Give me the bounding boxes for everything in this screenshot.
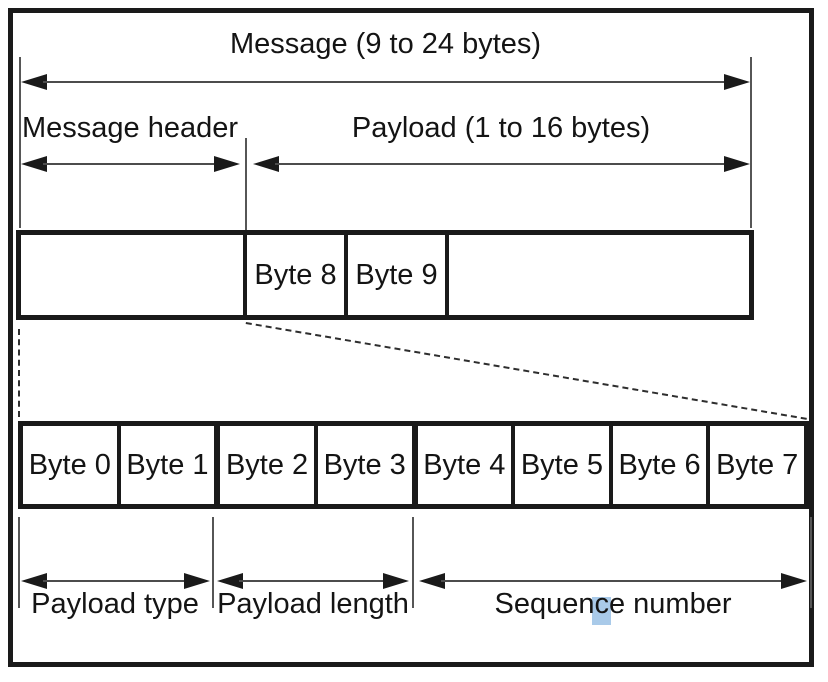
arrow-left-head-icon xyxy=(419,573,445,589)
arrow-shaft xyxy=(239,580,387,582)
arrow-right-head-icon xyxy=(184,573,210,589)
message-header-arrow xyxy=(21,155,240,173)
bar-divider xyxy=(344,235,348,315)
arrow-shaft xyxy=(43,580,188,582)
byte-4-cell: Byte 4 xyxy=(411,426,512,504)
field-tick-2 xyxy=(412,517,414,608)
arrow-left-head-icon xyxy=(253,156,279,172)
sequence-number-label: Sequence number xyxy=(418,588,808,620)
message-span-arrow xyxy=(21,73,750,91)
sequence-number-text-before: Sequen xyxy=(494,588,595,620)
message-header-label: Message header xyxy=(21,112,239,144)
arrow-right-head-icon xyxy=(383,573,409,589)
arrow-right-head-icon xyxy=(214,156,240,172)
diagram-outer-frame xyxy=(8,8,814,667)
arrow-left-head-icon xyxy=(21,156,47,172)
payload-length-label: Payload length xyxy=(217,588,409,620)
message-byte-bar: Byte 8 Byte 9 xyxy=(16,230,754,320)
arrow-right-head-icon xyxy=(724,156,750,172)
byte-0-cell: Byte 0 xyxy=(28,448,111,481)
bar-divider xyxy=(445,235,449,315)
arrow-right-head-icon xyxy=(724,74,750,90)
bar-divider xyxy=(243,235,247,315)
field-tick-0 xyxy=(18,517,20,608)
byte-1-cell: Byte 1 xyxy=(116,426,215,504)
payload-length-arrow xyxy=(217,572,409,590)
byte-3-cell: Byte 3 xyxy=(313,426,412,504)
message-span-label: Message (9 to 24 bytes) xyxy=(229,28,542,60)
sequence-number-text-after: e number xyxy=(608,588,732,620)
header-detail-byte-bar: Byte 0 Byte 1 Byte 2 Byte 3 Byte 4 Byte … xyxy=(18,421,809,509)
field-tick-3 xyxy=(810,517,812,608)
payload-span-arrow xyxy=(253,155,750,173)
arrow-shaft xyxy=(441,580,785,582)
byte-9-cell: Byte 9 xyxy=(355,258,438,291)
field-tick-1 xyxy=(212,517,214,608)
byte-5-cell: Byte 5 xyxy=(511,426,609,504)
byte-6-cell: Byte 6 xyxy=(608,426,707,504)
arrow-left-head-icon xyxy=(21,573,47,589)
arrow-right-head-icon xyxy=(781,573,807,589)
extent-tick-left xyxy=(19,57,21,228)
byte-2-cell: Byte 2 xyxy=(214,426,314,504)
arrow-shaft xyxy=(43,163,218,165)
extent-tick-right xyxy=(750,57,752,228)
byte-7-cell: Byte 7 xyxy=(706,426,804,504)
arrow-left-head-icon xyxy=(21,74,47,90)
extent-tick-header-payload xyxy=(245,138,247,230)
selected-character-highlight: c xyxy=(594,588,609,620)
sequence-number-arrow xyxy=(419,572,807,590)
byte-8-cell: Byte 8 xyxy=(254,258,337,291)
zoom-connector-left-dashed-line xyxy=(18,329,20,417)
payload-span-label: Payload (1 to 16 bytes) xyxy=(351,112,651,144)
payload-type-arrow xyxy=(21,572,210,590)
arrow-shaft xyxy=(275,163,728,165)
arrow-left-head-icon xyxy=(217,573,243,589)
payload-type-label: Payload type xyxy=(31,588,199,620)
arrow-shaft xyxy=(43,81,728,83)
